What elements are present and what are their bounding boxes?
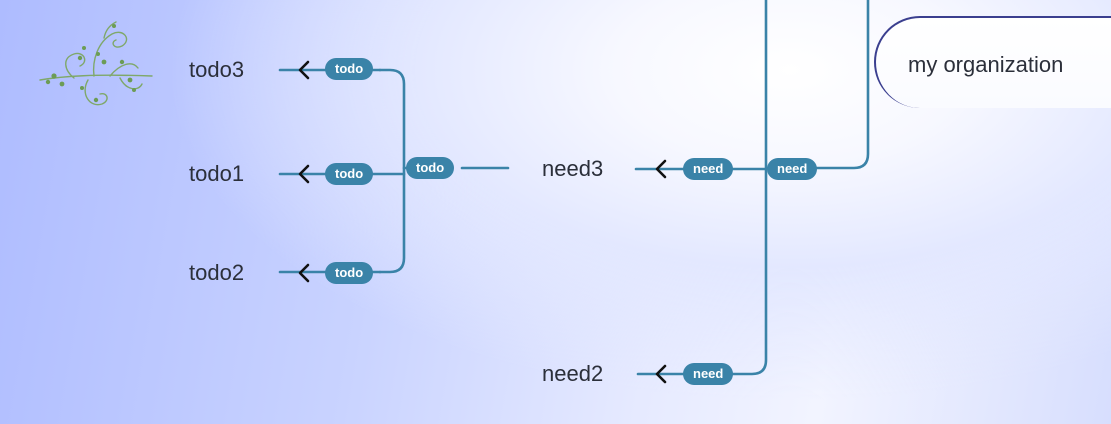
edge-tag-need3-trunk: need xyxy=(767,158,818,180)
arrowhead-todo1 xyxy=(298,164,310,184)
arrowhead-todo2 xyxy=(298,263,310,283)
edge-tag-need2: need xyxy=(683,363,734,385)
node-todo3[interactable]: todo3 xyxy=(189,57,245,82)
node-need2[interactable]: need2 xyxy=(542,361,604,386)
edge-tag-need3: need xyxy=(683,158,734,180)
root-node[interactable] xyxy=(874,16,1111,108)
root-node-label: my organization xyxy=(908,52,1064,77)
arrowhead-need2 xyxy=(655,364,667,384)
node-todo2[interactable]: todo2 xyxy=(189,260,245,285)
edge-tag-todo1: todo xyxy=(325,163,374,185)
edge-tag-todo2: todo xyxy=(325,262,374,284)
edge-tag-todo-group: todo xyxy=(406,157,455,179)
arrowhead-todo3 xyxy=(298,60,310,80)
node-todo1[interactable]: todo1 xyxy=(189,161,245,186)
edge-tag-todo3: todo xyxy=(325,58,374,80)
connector-todo-bracket xyxy=(378,68,406,274)
connector-main-trunk xyxy=(698,0,768,376)
connector-root-to-trunk xyxy=(766,0,870,170)
arrowhead-need3 xyxy=(655,159,667,179)
node-need3[interactable]: need3 xyxy=(542,156,604,181)
floral-vine-ornament-icon xyxy=(39,21,153,106)
